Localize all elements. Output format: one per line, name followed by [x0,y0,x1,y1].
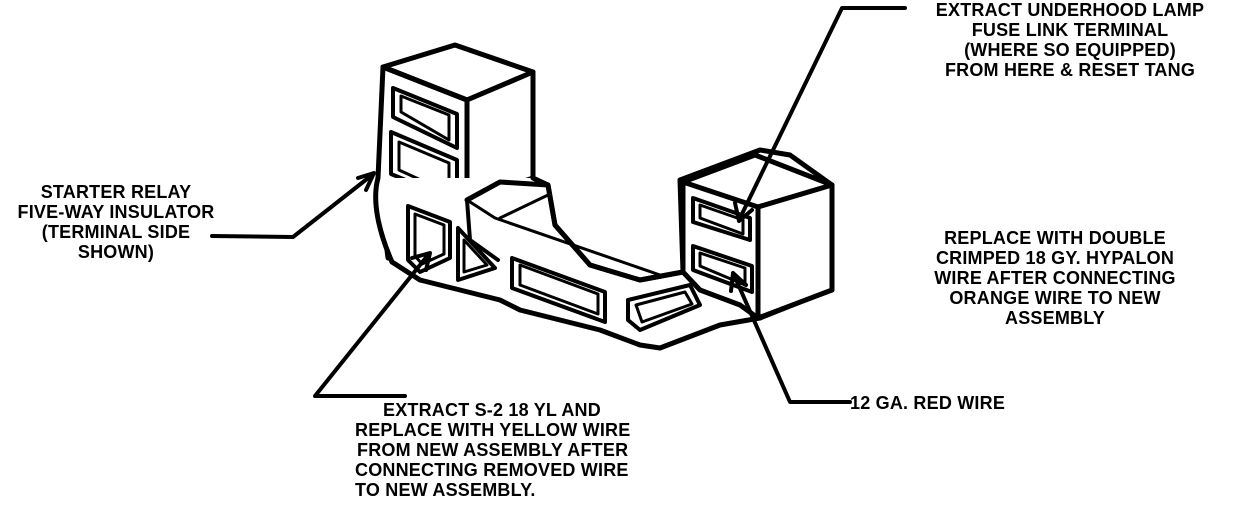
arrowhead-extract-s2 [410,251,432,272]
label-extract-lamp: EXTRACT UNDERHOOD LAMP FUSE LINK TERMINA… [935,0,1205,80]
leader-extract-s2 [313,253,430,398]
label-extract-s2: EXTRACT S-2 18 YL AND REPLACE WITH YELLO… [355,400,631,500]
cavity-triangle [456,226,497,282]
label-red-wire: 12 GA. RED WIRE [850,393,1006,413]
leader-lines [210,6,907,404]
cavity-lower-left [406,204,452,274]
arrowhead-starter-relay [356,171,376,192]
leader-extract-lamp [738,6,907,220]
lower-cavities [406,204,702,332]
label-starter-relay: STARTER RELAY FIVE-WAY INSULATOR (TERMIN… [17,182,215,262]
label-replace-double: REPLACE WITH DOUBLE CRIMPED 18 GY. HYPAL… [934,228,1176,328]
cavity-top [391,86,459,150]
cavity-small [626,283,702,332]
cavity-right-top [691,196,752,242]
arrowhead-extract-lamp [733,201,754,223]
cavity-right-bottom [691,244,754,294]
leader-starter-relay [210,173,374,239]
leader-red-wire [732,273,852,404]
cavity-long [510,256,607,324]
arrowhead-red-wire [729,271,748,293]
